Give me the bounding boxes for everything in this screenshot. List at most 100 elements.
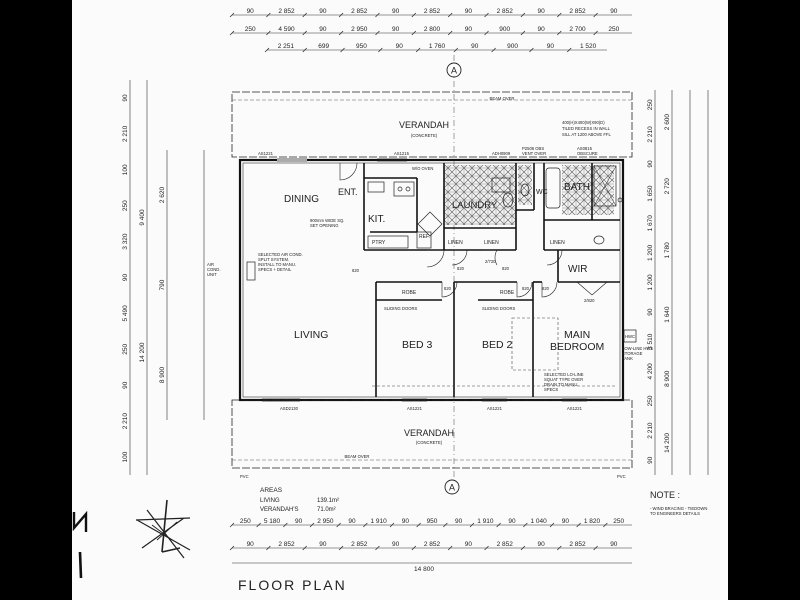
dimension-value: 1 200 — [647, 244, 654, 261]
dimension-value: 250 — [122, 344, 129, 355]
dimension-value: 5 490 — [122, 305, 129, 322]
dimension-tick — [229, 545, 235, 551]
aircon-note-2: SPLIT SYSTEM. — [258, 257, 289, 262]
dimension-tick — [229, 522, 235, 528]
dimension-value: 1 670 — [647, 215, 654, 232]
dimension-value: 1 640 — [664, 306, 671, 323]
dimension-tick — [523, 522, 528, 528]
room-wc: WC — [536, 189, 548, 196]
room-bed3: BED 3 — [402, 339, 433, 351]
door-size-6: 820 — [542, 286, 550, 291]
dimension-value: 90 — [465, 26, 473, 33]
dimension-value: 2 852 — [351, 8, 368, 15]
window-marks — [262, 158, 587, 402]
right-dimension-lines — [654, 90, 709, 475]
window-as1221-d: AS1221 — [567, 406, 583, 411]
north-arrow — [72, 499, 191, 579]
dimension-value: 90 — [547, 43, 555, 50]
dimension-value: 250 — [647, 99, 654, 110]
dimension-tick — [389, 522, 395, 528]
dimension-value: 8 900 — [159, 366, 166, 383]
note-line-2: TO ENGINEERS DETAILS — [650, 511, 700, 516]
note-block: NOTE : - WIND BRACING - TIEDOWN TO ENGIN… — [650, 490, 707, 516]
window-asd2130: ASD2130 — [280, 406, 299, 411]
recess-note-1: 400(H)X400(W)X90(D) — [562, 120, 605, 125]
dimension-value: 90 — [319, 26, 327, 33]
window-as1221-a: AS1221 — [258, 151, 274, 156]
dimension-value: 90 — [647, 308, 654, 316]
dimension-tick — [411, 12, 417, 18]
dimension-value: 14 200 — [664, 433, 671, 453]
note-heading: NOTE : — [650, 490, 680, 500]
dimension-value: 1 760 — [429, 43, 446, 50]
hwc-tank-3: TANK — [622, 356, 633, 361]
dimension-value: 90 — [392, 541, 400, 548]
note-line-1: - WIND BRACING - TIEDOWN — [650, 506, 707, 511]
dimension-value: 90 — [348, 518, 356, 525]
fixtures — [246, 165, 623, 281]
dimension-value: 90 — [392, 8, 400, 15]
dimension-value: 4 200 — [647, 363, 654, 380]
dimension-tick — [447, 545, 453, 551]
lowline-note-1: SELECTED LO-LINE — [544, 372, 584, 377]
dimension-value: 90 — [319, 8, 327, 15]
dimension-value: 90 — [392, 26, 400, 33]
dimension-value: 2 210 — [122, 125, 129, 142]
vent-note-1: P2506 OBS — [522, 146, 544, 151]
dimension-tick — [593, 545, 598, 551]
dimension-tick — [302, 12, 307, 18]
dimension-tick — [411, 545, 417, 551]
dimension-value: 1 200 — [647, 274, 654, 291]
door-size-5: 820 — [522, 286, 530, 291]
dimension-value: 2 210 — [647, 126, 654, 143]
areas-verandah-value: 71.0m² — [317, 507, 336, 513]
pvc-left: PVC — [240, 474, 249, 479]
door-size-3: 820 — [502, 266, 510, 271]
dimension-value: 2 210 — [122, 413, 129, 430]
dimension-tick — [443, 522, 448, 528]
room-living: LIVING — [294, 329, 328, 341]
label-linen-2: LINEN — [484, 240, 499, 246]
label-robe-1: ROBE — [402, 290, 417, 296]
label-pantry: PTRY — [372, 240, 386, 246]
section-marker-top-label: A — [451, 66, 457, 76]
dimension-tick — [453, 47, 459, 53]
opening-note-1: 900mm WIDE SQ. — [310, 218, 344, 223]
lowline-note-2: SQUAT TYPE OVER — [544, 377, 583, 382]
top-dimension-lines — [232, 14, 632, 51]
door-size-1: 820 — [352, 268, 360, 273]
aircon-note-3: INSTALL TO MANU. — [258, 262, 296, 267]
dimension-value: 90 — [465, 8, 473, 15]
dimension-tick — [496, 522, 501, 528]
dimension-tick — [557, 12, 562, 18]
dimension-tick — [576, 522, 581, 528]
dimension-value: 5 180 — [264, 518, 281, 525]
dimension-tick — [484, 30, 489, 36]
obscure-note-2: OBSCURE — [577, 151, 598, 156]
dimension-value: 14 200 — [139, 342, 146, 362]
pvc-right: PVC — [617, 474, 626, 479]
dimension-value: 250 — [647, 395, 654, 406]
hot-water-unit: HWC LOW-LINE HWS STORAGE TANK — [622, 329, 653, 361]
dimension-tick — [256, 522, 261, 528]
recess-note-2: TILED RECESS IN WALL — [562, 126, 611, 131]
dimension-value: 90 — [610, 541, 618, 548]
dimension-value: 950 — [356, 43, 367, 50]
dashed-outlines — [372, 317, 617, 387]
dimension-value: 90 — [247, 541, 255, 548]
dimension-value: 90 — [122, 94, 129, 102]
areas-table: AREAS LIVING 139.1m² VERANDAH'S 71.0m² — [260, 487, 339, 513]
left-dimension-lines — [129, 80, 205, 475]
dimension-value: 2 852 — [424, 541, 441, 548]
dimension-value: 2 600 — [664, 114, 671, 131]
dimension-value: 90 — [122, 381, 129, 389]
dimension-value: 2 950 — [351, 26, 368, 33]
dimension-value: 90 — [508, 518, 516, 525]
label-linen-1: LINEN — [448, 240, 463, 246]
dimension-value: 90 — [465, 541, 473, 548]
bottom-dimension-lines — [232, 524, 632, 564]
dimension-tick — [484, 545, 489, 551]
dimension-tick — [447, 12, 453, 18]
